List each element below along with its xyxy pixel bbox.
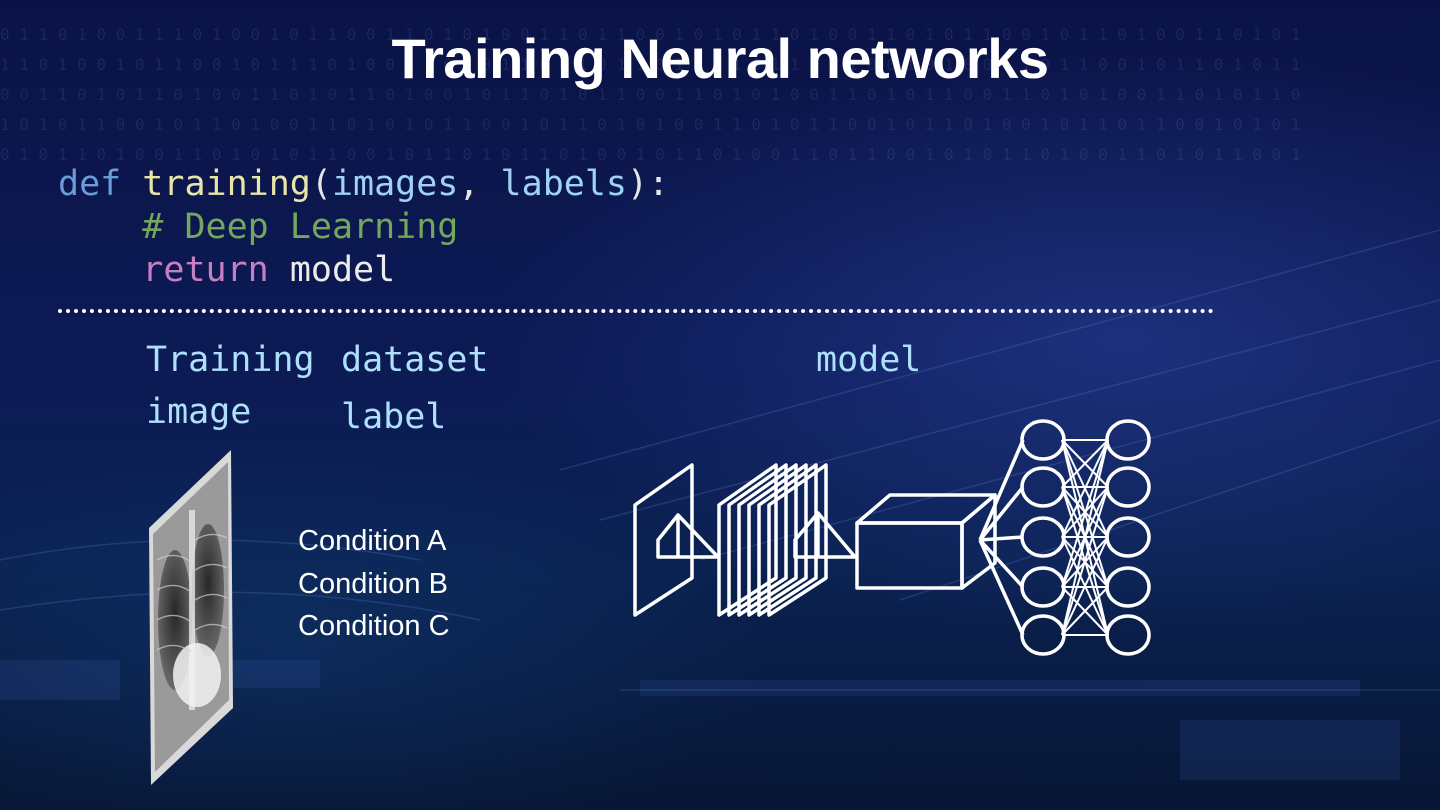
column-image: image <box>146 392 252 432</box>
heading-model: model <box>816 340 922 380</box>
comma: , <box>458 164 501 204</box>
return-value: model <box>289 250 396 290</box>
chest-xray-image-icon <box>145 450 237 785</box>
argument-labels: labels <box>500 164 627 204</box>
paren-open: ( <box>310 164 332 204</box>
keyword-return: return <box>142 250 269 290</box>
column-label: label <box>341 397 447 437</box>
dotted-divider <box>58 309 1214 313</box>
code-comment: # Deep Learning <box>142 207 459 247</box>
svg-text:0 1 1 0 1 0 0 1 1 1 0 1 0 0 1: 0 1 1 0 1 0 0 1 1 1 0 1 0 0 1 0 1 1 0 0 … <box>0 25 1300 44</box>
condition-c: Condition C <box>298 610 450 642</box>
condition-list: Condition A Condition B Condition C <box>298 520 450 648</box>
heading-dataset: dataset <box>341 340 489 380</box>
paren-close: ): <box>626 164 670 204</box>
condition-b: Condition B <box>298 567 448 600</box>
condition-a: Condition A <box>298 525 447 557</box>
function-name: training <box>142 164 311 204</box>
svg-text:0 0 1 1 0 1 0 1 1 0 1 0 0 1 1: 0 0 1 1 0 1 0 1 1 0 1 0 0 1 1 0 1 0 1 1 … <box>0 85 1300 104</box>
slide-title: Training Neural networks <box>391 27 1049 90</box>
svg-text:1 1 0 1 0 0 1 0 1 1 0 0 1 0 1: 1 1 0 1 0 0 1 0 1 1 0 0 1 0 1 1 1 0 1 0 … <box>0 55 1300 74</box>
svg-text:1 0 1 0 1 1 0 0 1 0 1 1 0 1 0: 1 0 1 0 1 1 0 0 1 0 1 1 0 1 0 0 1 1 0 1 … <box>0 115 1300 134</box>
heading-training: Training <box>146 340 315 380</box>
neural-network-diagram-icon <box>633 419 1151 656</box>
keyword-def: def <box>58 164 122 204</box>
argument-images: images <box>331 164 459 204</box>
svg-text:0 1 0 1 1 0 1 0 0 1 1 0 1 0 1: 0 1 0 1 1 0 1 0 0 1 1 0 1 0 1 0 1 1 0 0 … <box>0 145 1300 164</box>
code-line-def: def training(images, labels): <box>58 164 669 204</box>
code-block: def training(images, labels): # Deep Lea… <box>58 163 669 292</box>
